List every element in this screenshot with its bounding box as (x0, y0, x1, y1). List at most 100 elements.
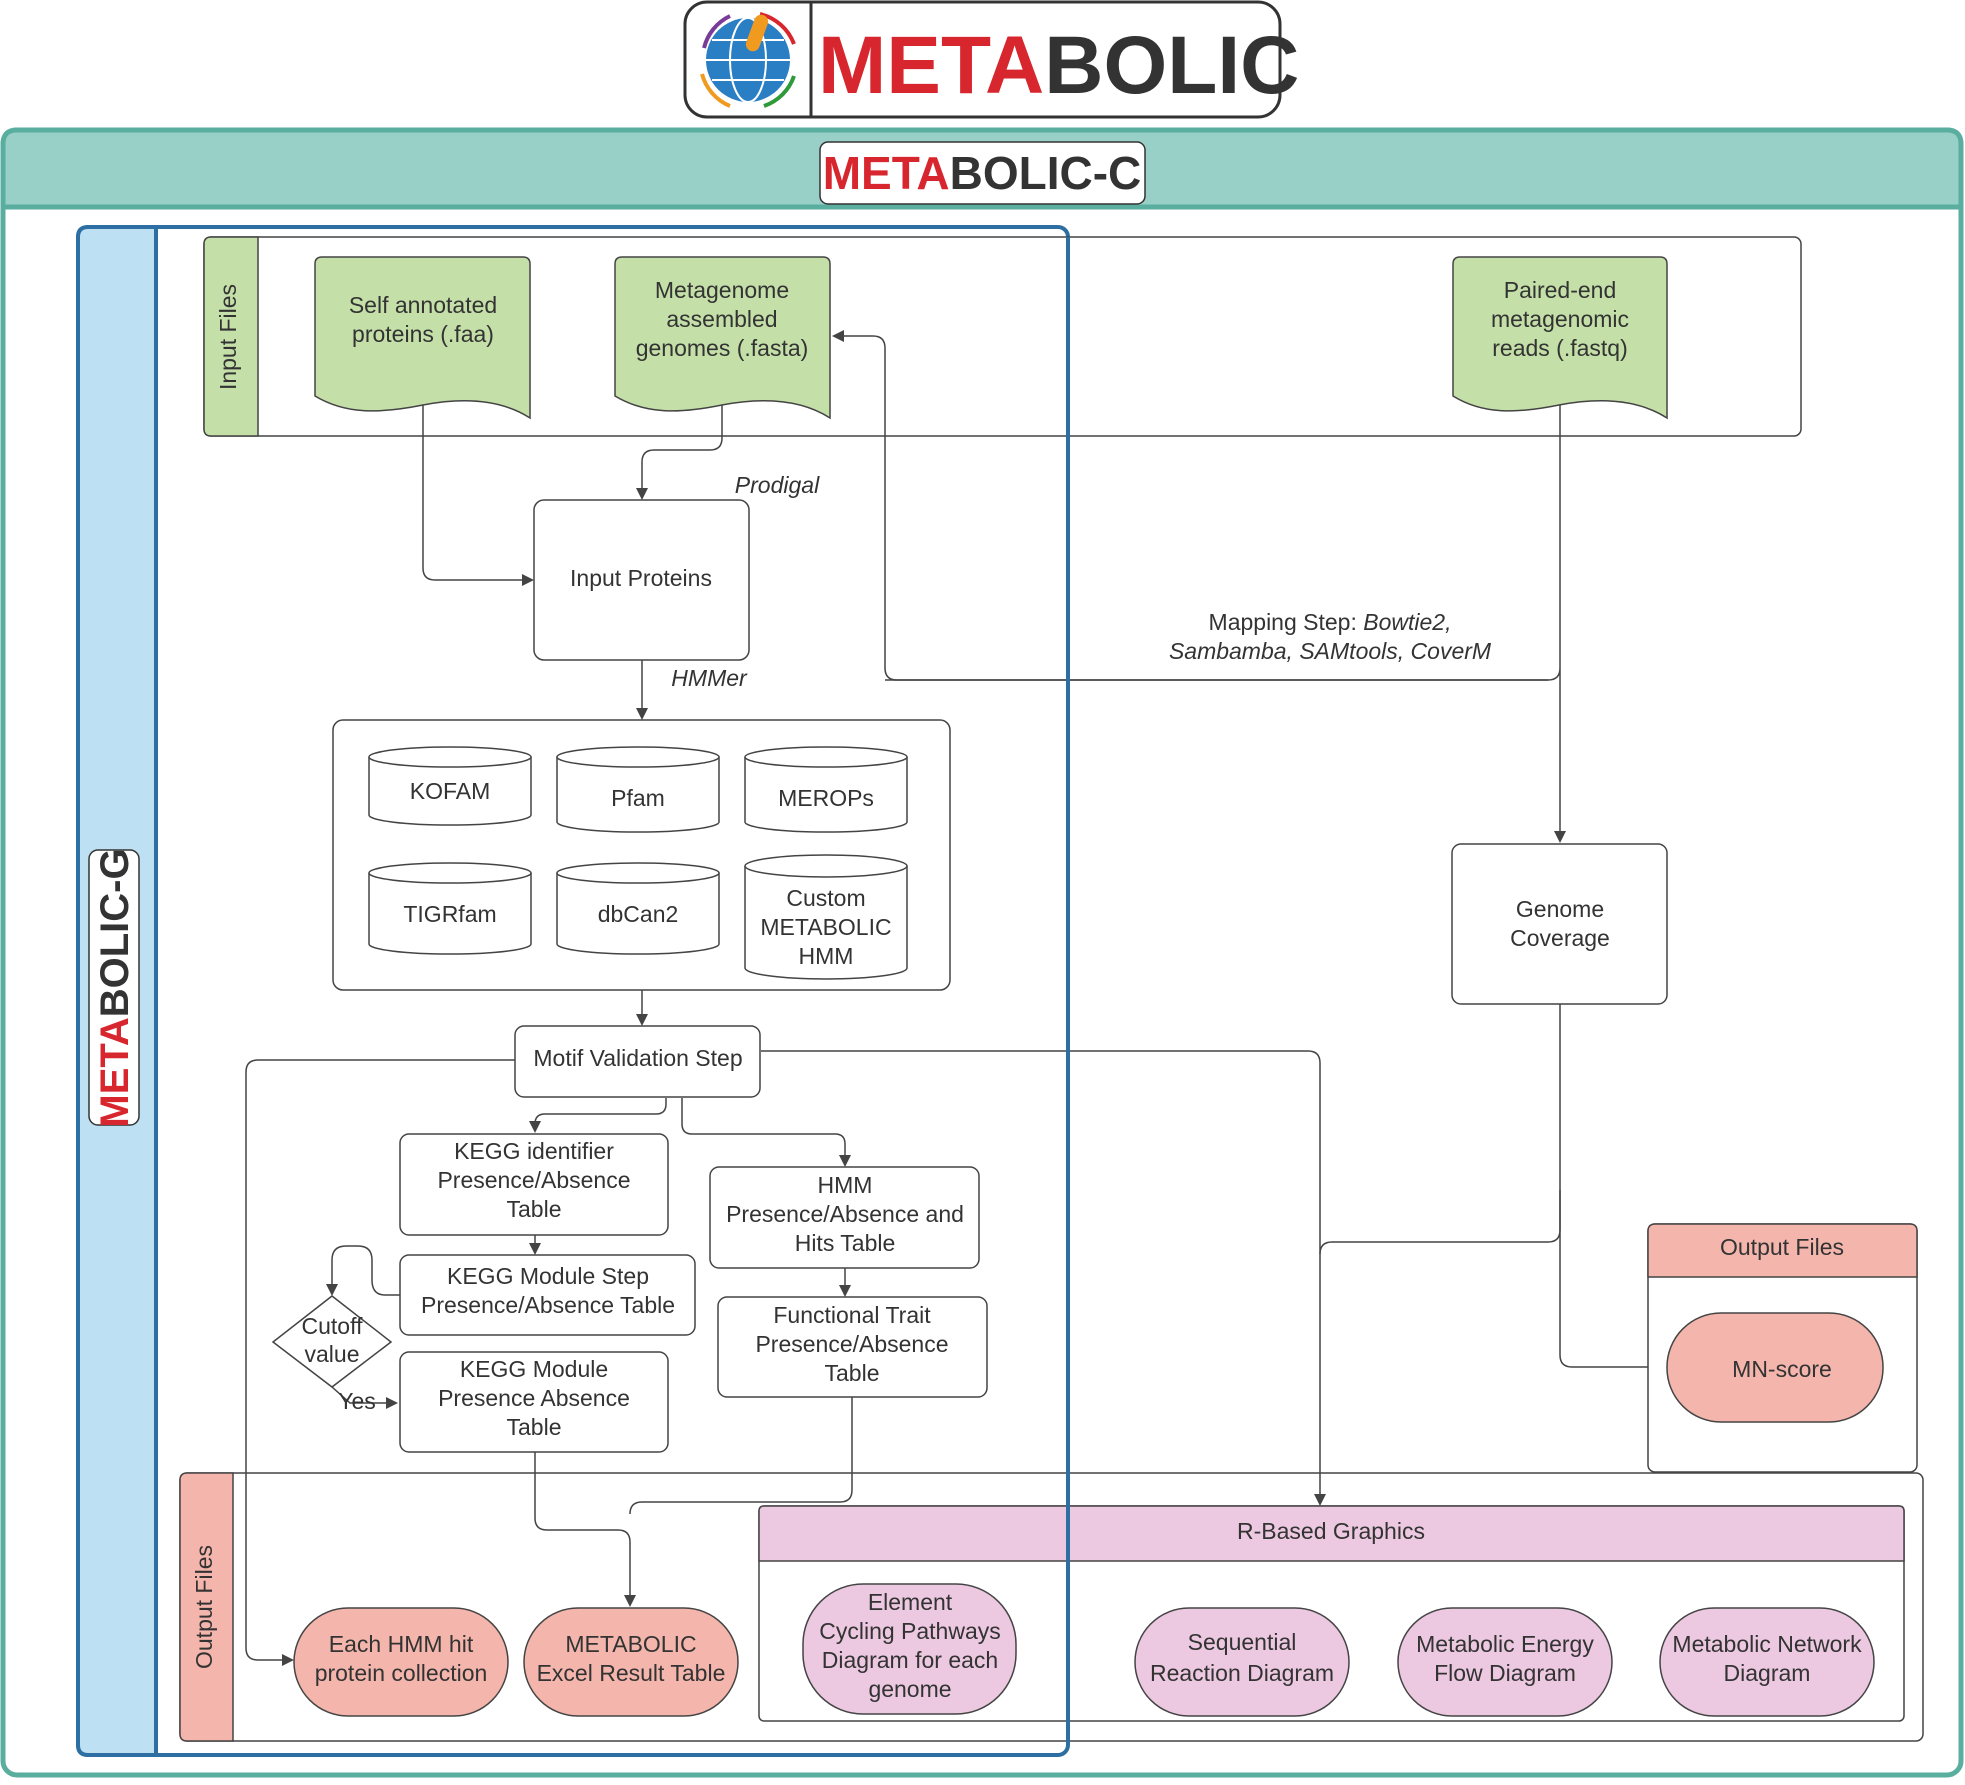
collection-line-2: protein collection (315, 1660, 488, 1686)
excel-result-output: METABOLIC Excel Result Table (523, 1607, 739, 1717)
kegg-step-line-1: KEGG Module Step (447, 1263, 649, 1289)
excel-line-1: METABOLIC (565, 1631, 696, 1657)
mapping-to-genome-arrow (885, 405, 1566, 843)
fasta-to-proteins-arrow (636, 405, 723, 500)
metabolic-g-title: METABOLIC-G (93, 848, 137, 1127)
coverage-line-2: Coverage (1510, 925, 1610, 951)
pfam-label: Pfam (611, 785, 665, 811)
motif-to-hmm-arrow (681, 1098, 851, 1167)
metabolic-c-meta: META (823, 147, 950, 199)
motif-to-hmm-collection-arrow (245, 1059, 515, 1666)
sequential-line-2: Reaction Diagram (1150, 1660, 1334, 1686)
input-files-label: Input Files (215, 284, 241, 390)
cutoff-to-module-arrow (331, 1386, 398, 1409)
fastq-line-2: metagenomic (1491, 306, 1629, 332)
metabolic-g-meta: META (93, 1017, 137, 1127)
kegg-id-line-3: Table (507, 1196, 562, 1222)
dbcan2-db: dbCan2 (556, 862, 720, 955)
input-files-panel: Input Files (203, 236, 1802, 437)
energy-line-1: Metabolic Energy (1416, 1631, 1594, 1657)
mapping-line-2: Sambamba, SAMtools, CoverM (1169, 638, 1492, 664)
metabolic-g-rest: BOLIC-G (93, 848, 137, 1017)
motif-to-kegg-arrow (529, 1098, 667, 1133)
fastq-line-1: Paired-end (1504, 277, 1617, 303)
functional-line-3: Table (825, 1360, 880, 1386)
hmm-line-1: HMM (818, 1172, 873, 1198)
tigrfam-label: TIGRfam (403, 901, 496, 927)
mn-score-label: MN-score (1732, 1356, 1832, 1382)
mapping-step-label: Mapping Step: Bowtie2, Sambamba, SAMtool… (1169, 609, 1492, 664)
kegg-module-line-2: Presence Absence (438, 1385, 630, 1411)
cutoff-line-2: value (305, 1341, 360, 1367)
element-line-4: genome (868, 1676, 951, 1702)
svg-text:Mapping Step: Bowtie2,: Mapping Step: Bowtie2, (1209, 609, 1452, 635)
functional-line-1: Functional Trait (773, 1302, 931, 1328)
kegg-step-line-2: Presence/Absence Table (421, 1292, 675, 1318)
motif-validation-label: Motif Validation Step (533, 1045, 742, 1071)
metabolic-c-rest: BOLIC-C (950, 147, 1142, 199)
fasta-line-3: genomes (.fasta) (636, 335, 809, 361)
pfam-db: Pfam (556, 746, 720, 833)
mapping-prefix: Mapping Step: (1209, 609, 1364, 635)
kofam-label: KOFAM (410, 778, 491, 804)
kofam-db: KOFAM (368, 746, 532, 826)
custom-line-1: Custom (786, 885, 865, 911)
metabolic-c-title: METABOLIC-C (823, 147, 1142, 199)
input-proteins-node: Input Proteins (533, 499, 750, 661)
input-proteins-label: Input Proteins (570, 565, 712, 591)
mapping-tool-1: Bowtie2, (1363, 609, 1451, 635)
faa-line-1: Self annotated (349, 292, 497, 318)
energy-line-2: Flow Diagram (1434, 1660, 1576, 1686)
metabolic-logo: METABOLIC (683, 0, 1299, 119)
motif-to-rgraphics-arrow (761, 1050, 1326, 1506)
element-line-3: Diagram for each (822, 1647, 998, 1673)
merops-label: MEROPs (778, 785, 874, 811)
fastq-input-doc: Paired-end metagenomic reads (.fastq) (1452, 256, 1668, 420)
kegg-id-line-1: KEGG identifier (454, 1138, 614, 1164)
output-files-bottom-panel: Output Files (179, 1472, 1924, 1742)
excel-line-2: Excel Result Table (537, 1660, 726, 1686)
logo-text: METABOLIC (818, 20, 1299, 111)
mapping-to-fasta-arrow (832, 330, 1548, 681)
output-files-left-label: Output Files (191, 1545, 217, 1669)
connectors (245, 330, 1666, 1666)
fastq-line-3: reads (.fastq) (1492, 335, 1628, 361)
r-graphics-panel: R-Based Graphics (758, 1505, 1905, 1722)
coverage-to-mnscore-arrow (1559, 1004, 1666, 1373)
network-line-1: Metabolic Network (1672, 1631, 1862, 1657)
kegg-module-line-3: Table (507, 1414, 562, 1440)
functional-line-2: Presence/Absence (755, 1331, 948, 1357)
hmm-line-2: Presence/Absence and (726, 1201, 964, 1227)
modulestep-to-cutoff-arrow (326, 1245, 400, 1296)
fasta-line-2: assembled (666, 306, 777, 332)
prodigal-label: Prodigal (735, 472, 820, 498)
custom-line-3: HMM (799, 943, 854, 969)
kegg-id-line-2: Presence/Absence (437, 1167, 630, 1193)
mn-score-node (1666, 1312, 1884, 1423)
sequential-line-1: Sequential (1188, 1629, 1297, 1655)
element-line-1: Element (868, 1589, 953, 1615)
